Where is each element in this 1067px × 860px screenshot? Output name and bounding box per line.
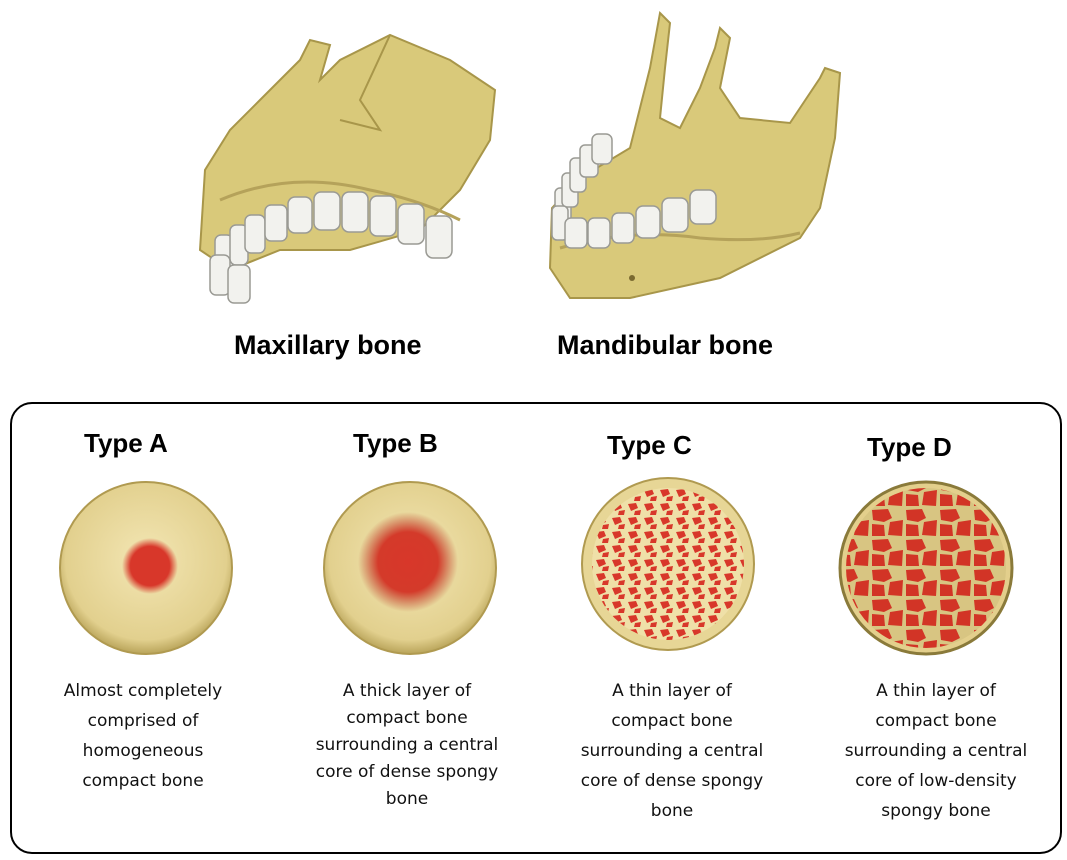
type-d-description-line: surrounding a central	[821, 736, 1051, 766]
type-a-description-line: Almost completely	[28, 676, 258, 706]
type-d-bone-cross-section	[836, 478, 1016, 658]
type-c-description: A thin layer of compact bone surrounding…	[557, 676, 787, 826]
type-c-title: Type C	[607, 430, 692, 461]
type-a-description-line: comprised of	[28, 706, 258, 736]
type-d-description-line: spongy bone	[821, 796, 1051, 826]
type-a-bone-cross-section	[56, 478, 236, 658]
type-b-description-line: bone	[292, 786, 522, 813]
type-d-description-line: compact bone	[821, 706, 1051, 736]
maxillary-bone-illustration	[190, 20, 510, 310]
type-c-description-line: compact bone	[557, 706, 787, 736]
type-d-description: A thin layer of compact bone surrounding…	[821, 676, 1051, 826]
type-a-description-line: homogeneous	[28, 736, 258, 766]
maxillary-bone-label: Maxillary bone	[234, 330, 422, 361]
type-c-description-line: core of dense spongy	[557, 766, 787, 796]
type-c-description-line: A thin layer of	[557, 676, 787, 706]
type-d-description-line: A thin layer of	[821, 676, 1051, 706]
type-b-description-line: compact bone	[292, 705, 522, 732]
type-a-description-line: compact bone	[28, 766, 258, 796]
type-b-description-line: core of dense spongy	[292, 759, 522, 786]
mandibular-bone-illustration	[540, 8, 860, 308]
mandibular-bone-label: Mandibular bone	[557, 330, 773, 361]
type-c-description-line: bone	[557, 796, 787, 826]
type-a-title: Type A	[84, 428, 168, 459]
type-d-title: Type D	[867, 432, 952, 463]
type-b-bone-cross-section	[320, 478, 500, 658]
type-c-description-line: surrounding a central	[557, 736, 787, 766]
type-d-description-line: core of low-density	[821, 766, 1051, 796]
type-a-description: Almost completely comprised of homogeneo…	[28, 676, 258, 796]
type-b-description-line: surrounding a central	[292, 732, 522, 759]
type-b-title: Type B	[353, 428, 438, 459]
type-c-bone-cross-section	[578, 474, 758, 654]
type-b-description: A thick layer of compact bone surroundin…	[292, 678, 522, 813]
type-b-description-line: A thick layer of	[292, 678, 522, 705]
